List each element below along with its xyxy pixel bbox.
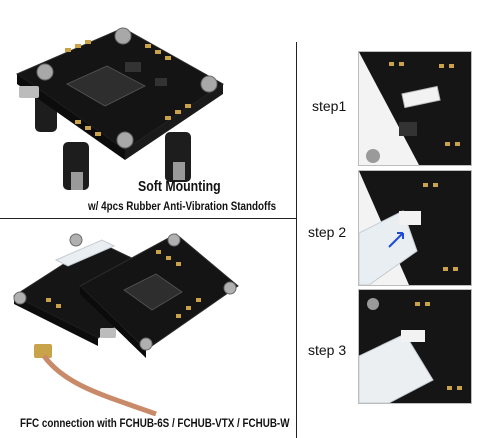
step-2-photo: [358, 170, 472, 286]
ffc-connection-caption: FFC connection with FCHUB-6S / FCHUB-VTX…: [20, 416, 290, 430]
fc-soft-mount-photo: [15, 27, 224, 190]
standoffs-subtitle: w/ 4pcs Rubber Anti-Vibration Standoffs: [88, 199, 277, 213]
horizontal-divider: [0, 218, 296, 219]
step-2-label: step 2: [308, 224, 347, 240]
soft-mounting-title: Soft Mounting: [138, 178, 221, 195]
vertical-divider: [296, 42, 297, 438]
fc-hub-stack-photo: [12, 233, 239, 416]
step-1-photo: [358, 51, 472, 166]
step-3-photo: [358, 289, 472, 404]
step-3-label: step 3: [308, 342, 347, 358]
step-1-label: step1: [312, 98, 347, 114]
